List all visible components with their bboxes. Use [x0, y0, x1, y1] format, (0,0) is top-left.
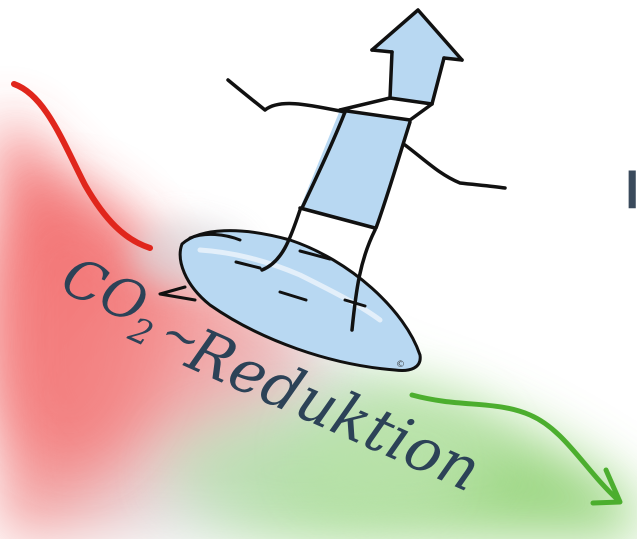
arrow-up-icon — [370, 8, 464, 106]
arrow-down-right-icon — [409, 392, 623, 506]
cropped-heading-fragment: l — [627, 168, 637, 214]
surfer-figure-icon — [226, 8, 507, 332]
surfboard-icon: © — [158, 229, 422, 372]
copyright-mark: © — [396, 360, 405, 370]
red-trend-line — [11, 81, 153, 251]
